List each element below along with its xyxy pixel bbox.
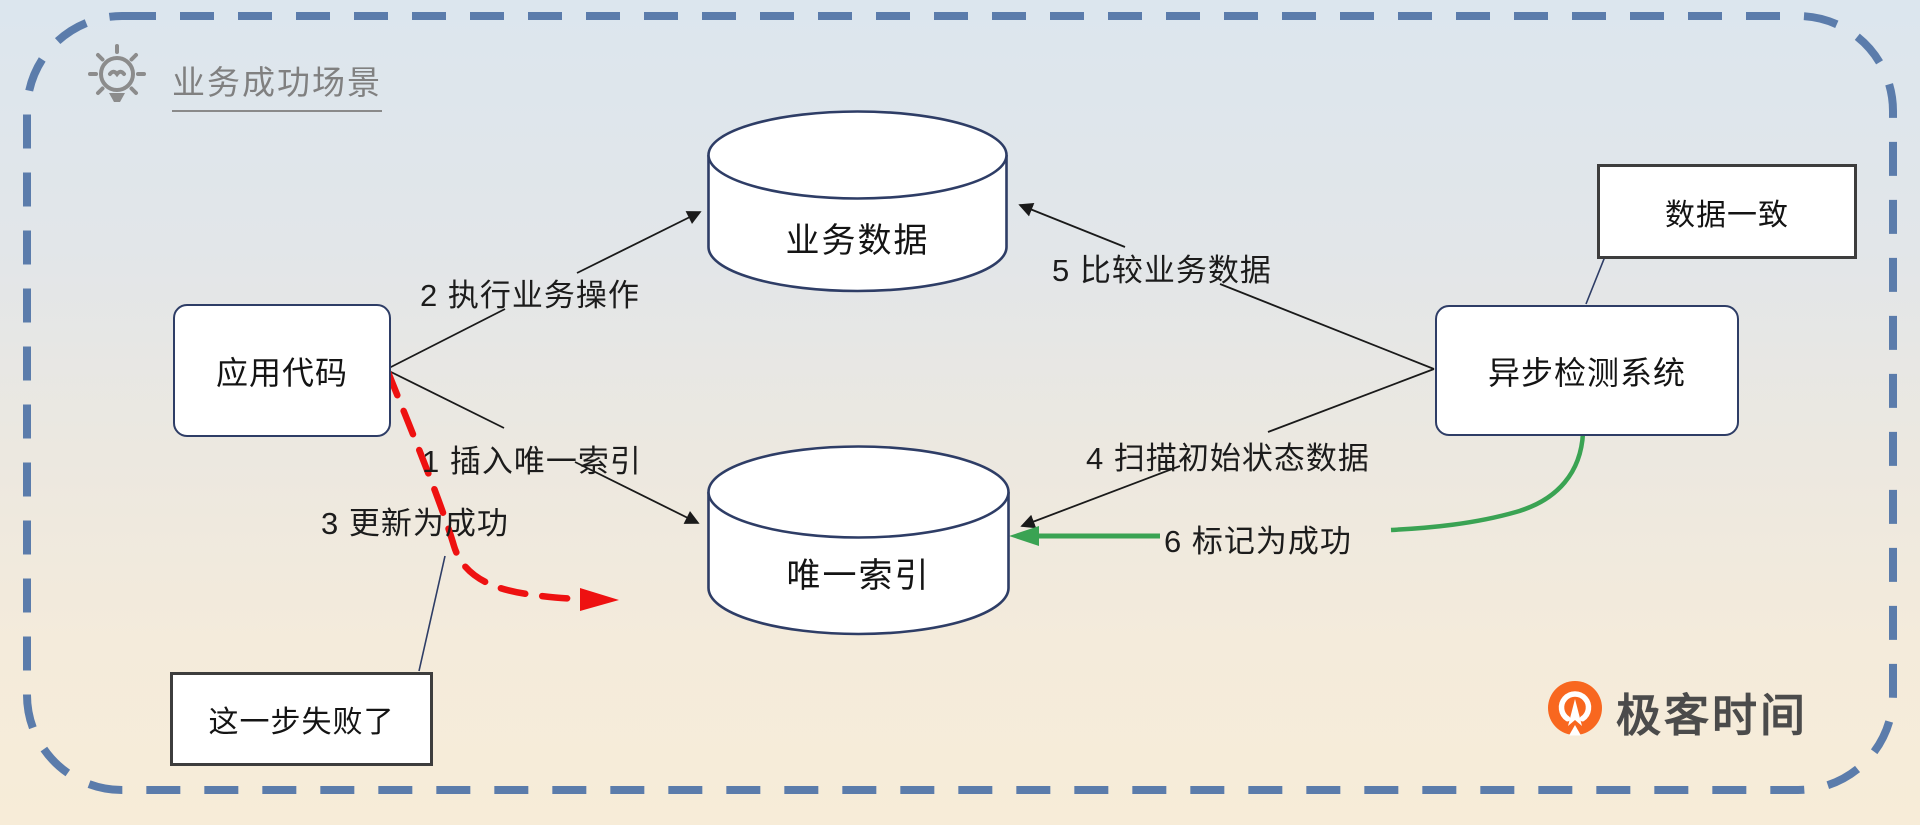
node-app-code-label: 应用代码 — [215, 354, 348, 391]
edge-label-4: 4 扫描初始状态数据 — [1086, 441, 1370, 476]
geektime-logo: 极客时间 — [1546, 679, 1808, 744]
scene-title: 业务成功场景 — [172, 56, 382, 112]
node-unique-index-label: 唯一索引 — [786, 557, 931, 595]
node-business-data-label: 业务数据 — [785, 222, 930, 260]
note-step-failed-label: 这一步失败了 — [208, 706, 395, 739]
database-cylinder-icon — [707, 445, 1010, 636]
geektime-logo-icon — [1548, 680, 1602, 735]
edge-label-2: 2 执行业务操作 — [420, 278, 640, 313]
edge-label-6: 6 标记为成功 — [1164, 524, 1352, 559]
edge-label-1: 1 插入唯一索引 — [422, 444, 642, 479]
edge-3-update-success-failed — [384, 368, 619, 611]
node-unique-index: 唯一索引 — [707, 445, 1010, 636]
node-business-data: 业务数据 — [707, 110, 1008, 293]
note-data-consistent: 数据一致 — [1597, 164, 1857, 259]
note-data-consistent-label: 数据一致 — [1665, 198, 1789, 232]
geektime-logo-text: 极客时间 — [1616, 690, 1809, 741]
note-step-failed: 这一步失败了 — [170, 672, 433, 766]
edge-label-5: 5 比较业务数据 — [1052, 253, 1272, 288]
node-app-code: 应用代码 — [173, 304, 391, 437]
lightbulb-icon — [88, 44, 146, 102]
database-cylinder-icon — [707, 110, 1008, 293]
node-async-detect: 异步检测系统 — [1435, 305, 1739, 436]
scene-heading: 业务成功场景 — [84, 38, 382, 116]
note-connector-step-failed — [418, 555, 446, 672]
note-connector-data-consistent — [1585, 253, 1607, 305]
edge-label-3: 3 更新为成功 — [321, 506, 509, 541]
node-async-detect-label: 异步检测系统 — [1487, 354, 1686, 391]
